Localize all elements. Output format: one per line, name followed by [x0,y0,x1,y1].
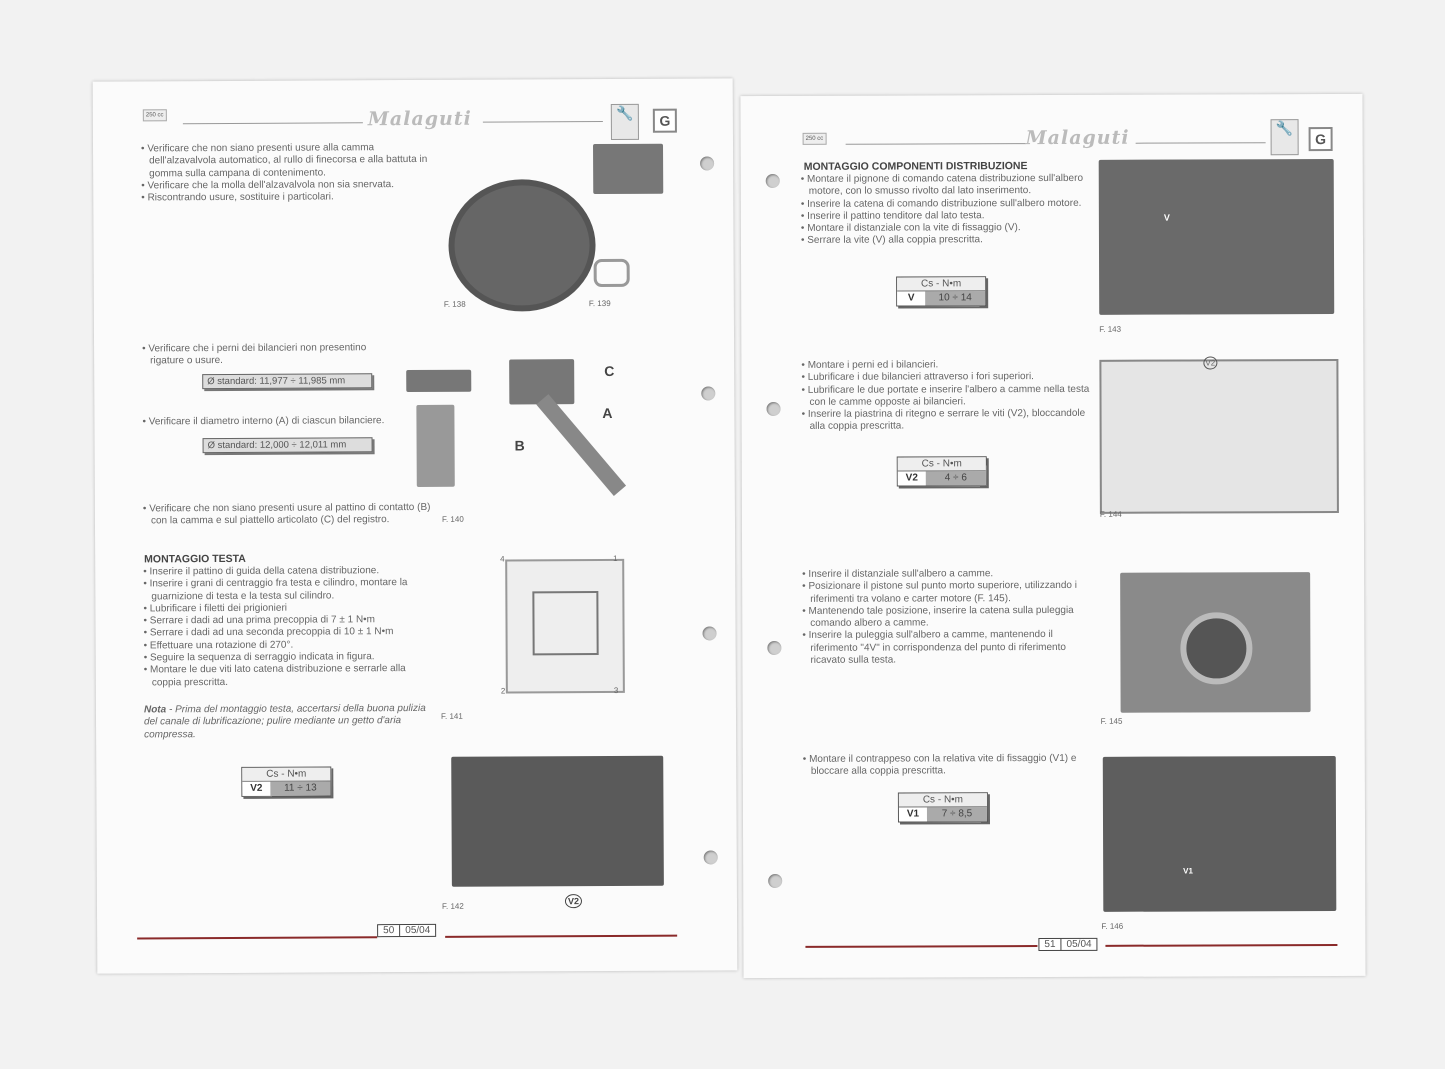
figure-caption: F. 145 [1100,716,1123,726]
roller-image [593,258,630,288]
right-page: 250 cc Malaguti 🔧 G MONTAGGIO COMPONENTI… [740,93,1366,979]
piaggio-logo-badge: 250 cc [142,109,167,122]
rocker-arm-image [509,359,575,405]
tools-person-icon: 🔧 [1270,119,1299,156]
text-block-3: • Inserire il distanziale sull'albero a … [802,568,1077,666]
text-block-4: • Montare il contrappeso con la relativa… [802,752,1077,778]
tools-person-icon: 🔧 [610,103,639,140]
text-block-3: • Verificare il diametro interno (A) di … [142,415,385,428]
figure-caption: F. 138 [443,299,466,309]
malaguti-logo: Malaguti [1025,126,1130,150]
crankshaft-photo [1098,159,1335,315]
sequence-number: 3 [613,685,619,695]
micrometer-image [406,369,472,393]
cylinder-head-diagram [505,558,625,694]
sequence-number: 1 [613,553,618,563]
section-g-label: G [652,108,677,133]
label-v: V [1163,212,1170,223]
piaggio-logo-badge: 250 cc [802,132,827,145]
text-block-1: • Montare il pignone di comando catena d… [800,172,1084,247]
section-heading: MONTAGGIO COMPONENTI DISTRIBUZIONE [803,160,1028,173]
counterweight-photo [1102,756,1337,912]
left-page: 250 cc Malaguti 🔧 G • Verificare che non… [92,78,738,974]
section-heading: MONTAGGIO TESTA [144,552,246,566]
figure-caption: F. 139 [588,298,611,309]
label-v1: V1 [1183,866,1193,876]
standard-diameter-1: Ø standard: 11,977 ÷ 11,985 mm [202,373,373,390]
figure-caption: F. 140 [441,514,464,524]
rocker-shaft-image [536,394,627,497]
sequence-number: 4 [500,554,505,564]
figure-caption: F. 144 [1099,509,1122,519]
text-block-5: • Inserire il pattino di guida della cat… [143,565,408,689]
text-block-1: • Verificare che non siano presenti usur… [140,142,428,204]
label-b: B [514,437,525,454]
clutch-bell-image [448,179,596,312]
malaguti-logo: Malaguti [367,107,472,131]
text-block-2: • Verificare che i perni dei bilancieri … [142,342,367,367]
bore-gauge-image [416,404,455,487]
label-a: A [602,404,613,422]
text-block-2: • Montare i perni ed i bilancieri.• Lubr… [801,359,1090,433]
note: Nota - Prima del montaggio testa, accert… [143,702,426,741]
text-block-4: • Verificare che non siano presenti usur… [142,501,431,527]
cam-lever-image [593,143,664,195]
engine-head-photo [451,755,664,887]
pulley-photo [1120,572,1311,713]
label-v2: V2 [564,894,583,909]
section-g-label: G [1308,127,1333,152]
label-v2: V2 [1203,356,1218,370]
figure-caption: F. 146 [1101,921,1124,931]
figure-caption: F. 143 [1099,324,1122,334]
label-c: C [604,362,615,380]
sequence-number: 2 [500,686,506,696]
standard-diameter-2: Ø standard: 12,000 ÷ 12,011 mm [202,437,373,454]
camshaft-diagram [1099,359,1339,514]
figure-caption: F. 141 [440,711,463,721]
figure-caption: F. 142 [441,901,464,911]
